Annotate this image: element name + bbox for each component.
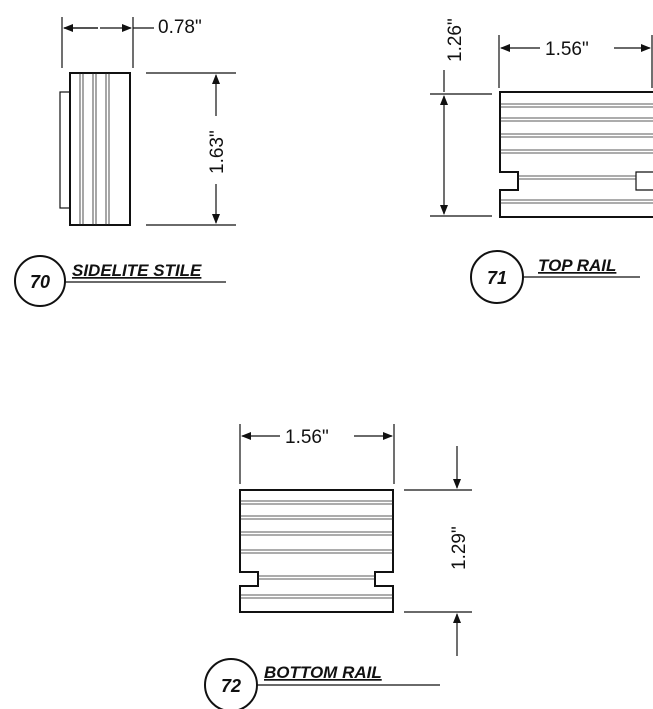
top-rail-height-dimension: 1.26" xyxy=(430,18,492,217)
sidelite-stile-profile xyxy=(59,72,131,226)
top-rail-title: TOP RAIL xyxy=(538,256,616,275)
top-rail-callout: 71 TOP RAIL xyxy=(470,250,640,304)
bottom-rail-height-label: 1.29" xyxy=(449,526,470,570)
detail-bottom-rail: 1.56" 1.29" 72 BOTTOM RAIL xyxy=(204,424,472,709)
sidelite-stile-height-dimension: 1.63" xyxy=(146,72,236,226)
top-rail-number: 71 xyxy=(487,268,507,288)
top-rail-width-label: 1.56" xyxy=(545,39,589,60)
bottom-rail-profile xyxy=(239,489,394,613)
bottom-rail-width-label: 1.56" xyxy=(285,427,329,448)
sidelite-stile-width-dimension: 0.78" xyxy=(61,17,202,68)
top-rail-profile xyxy=(499,91,653,218)
bottom-rail-number: 72 xyxy=(221,676,241,696)
sidelite-stile-width-label: 0.78" xyxy=(158,17,202,38)
detail-top-rail: 1.56" 1.26" 71 TOP RAIL xyxy=(430,18,653,304)
sidelite-stile-callout: 70 SIDELITE STILE xyxy=(14,255,226,307)
sidelite-stile-title: SIDELITE STILE xyxy=(72,261,202,280)
sidelite-stile-number: 70 xyxy=(30,272,50,292)
top-rail-height-label: 1.26" xyxy=(445,18,466,62)
sidelite-stile-height-label: 1.63" xyxy=(207,130,228,174)
top-rail-width-dimension: 1.56" xyxy=(498,35,653,88)
bottom-rail-height-dimension: 1.29" xyxy=(404,446,472,656)
detail-sidelite-stile: 0.78" 1.63" 70 SIDELITE STILE xyxy=(14,17,236,307)
bottom-rail-width-dimension: 1.56" xyxy=(239,424,395,484)
bottom-rail-title: BOTTOM RAIL xyxy=(264,663,382,682)
bottom-rail-callout: 72 BOTTOM RAIL xyxy=(204,658,440,709)
